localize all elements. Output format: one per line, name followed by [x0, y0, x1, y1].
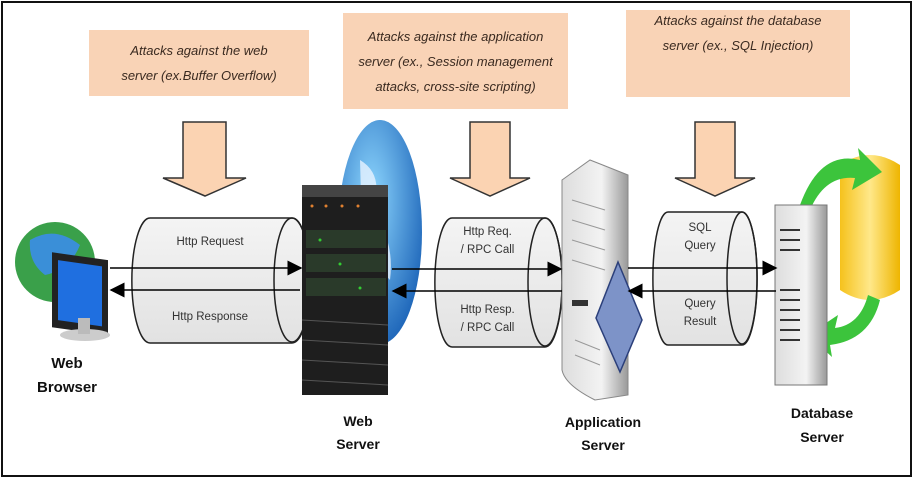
text-line: Web	[343, 413, 373, 429]
attack-text-line: server (ex., SQL Injection)	[662, 38, 814, 53]
text-line: SQL	[688, 222, 712, 234]
http-response-label: Http Response	[171, 311, 249, 323]
attack-text-line: Attacks against the web	[130, 43, 268, 58]
text-line: Server	[800, 429, 844, 445]
attack-text-line: Attacks against the application	[367, 28, 544, 44]
text-line: Server	[336, 436, 380, 452]
attack-arrow-app	[449, 121, 531, 197]
sql-query-label: SQL Query	[660, 219, 740, 255]
web-browser-icon	[15, 222, 110, 341]
http-request-label: Http Request	[176, 236, 244, 248]
attack-arrow-web	[162, 121, 247, 197]
text-line: Query	[684, 240, 716, 252]
application-server-icon	[561, 159, 643, 401]
attack-box-web-server: Attacks against the web server (ex.Buffer…	[89, 30, 309, 96]
attack-text-line: server (ex.Buffer Overflow)	[121, 68, 277, 83]
text-line: Server	[581, 437, 625, 453]
attack-text-line: attacks, cross-site scripting)	[375, 78, 536, 94]
channel-cylinder-app-db	[652, 211, 758, 346]
rpc-response-label: Http Resp. / RPC Call	[440, 301, 535, 337]
text-line: Http Resp.	[460, 304, 515, 316]
text-line: Web	[51, 355, 83, 372]
rpc-request-label: Http Req. / RPC Call	[440, 223, 535, 259]
database-server-icon	[774, 148, 900, 386]
attack-arrow-db	[674, 121, 756, 197]
attack-text-line: server (ex., Session management	[358, 53, 553, 69]
text-line: Database	[790, 405, 854, 421]
text-line: Application	[564, 414, 642, 430]
attack-box-db-server: Attacks against the database server (ex.,…	[626, 10, 850, 97]
text-line: Query	[684, 298, 716, 310]
attack-box-app-server: Attacks against the application server (e…	[343, 13, 568, 109]
attack-text-line: Attacks against the database	[654, 13, 822, 28]
text-line: Browser	[36, 379, 98, 396]
text-line: / RPC Call	[460, 244, 515, 256]
text-line: Http Req.	[463, 226, 512, 238]
text-line: / RPC Call	[460, 322, 515, 334]
web-server-icon	[301, 120, 422, 395]
text-line: Result	[683, 316, 717, 328]
